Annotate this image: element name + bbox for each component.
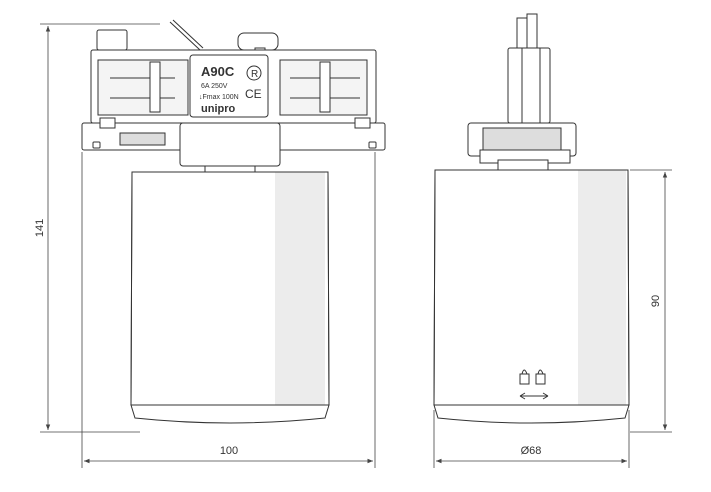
- side-view: [433, 13, 630, 424]
- adapter-model-label: A90C: [201, 64, 235, 79]
- ce-mark: CE: [245, 87, 262, 101]
- cert-circle: [246, 65, 262, 81]
- adapter-force-label: ↓Fmax 100N: [199, 94, 239, 101]
- dimension-height-total: 141: [34, 219, 46, 237]
- dimension-body-height: 90: [650, 295, 662, 307]
- front-view: [81, 19, 386, 424]
- brand-label: unipro: [201, 103, 235, 115]
- dimension-diameter: Ø68: [521, 445, 542, 457]
- dimension-width: 100: [220, 445, 238, 457]
- adapter-rating-label: 6A 250V: [201, 83, 228, 90]
- cert-mark: R: [251, 69, 258, 80]
- dimension-lines: [40, 23, 672, 468]
